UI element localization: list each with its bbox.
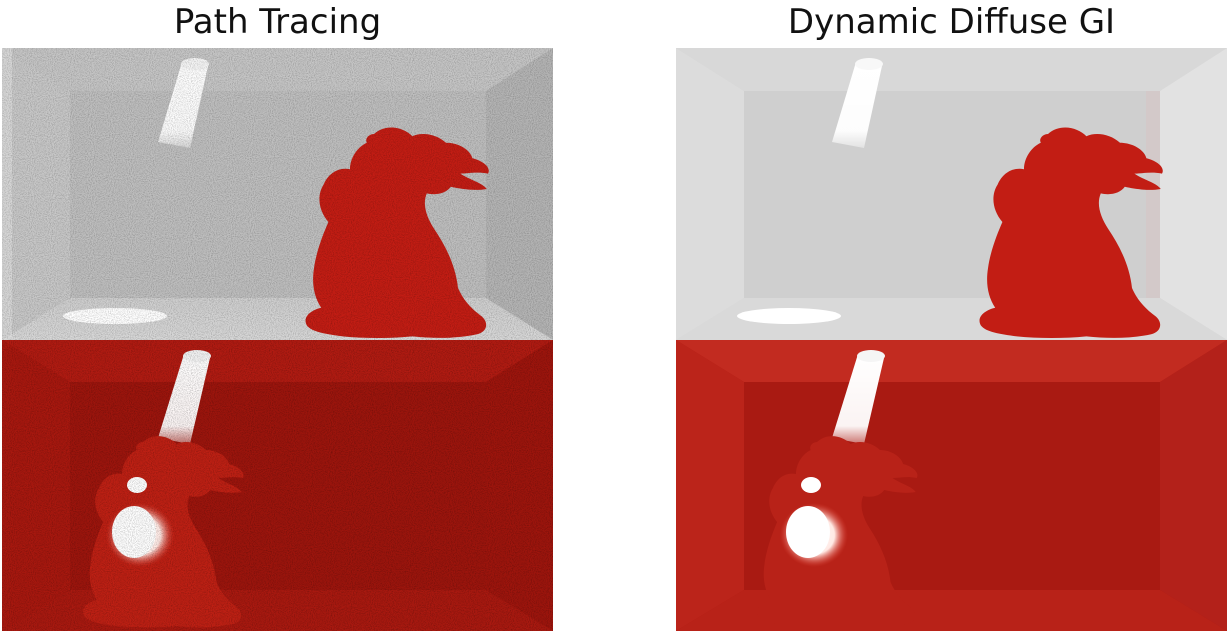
light-beam [832,350,885,444]
path-tracing-title: Path Tracing [173,2,382,42]
dynamic-diffuse-gi-title: Dynamic Diffuse GI [787,2,1116,42]
light-beam [832,58,883,148]
path-tracing-red-room-render [2,340,553,631]
path-tracing-white-room-render [2,48,553,340]
light-spot [737,308,841,324]
ddgi-white-room-render [676,48,1227,340]
ddgi-red-room-render [676,340,1227,631]
